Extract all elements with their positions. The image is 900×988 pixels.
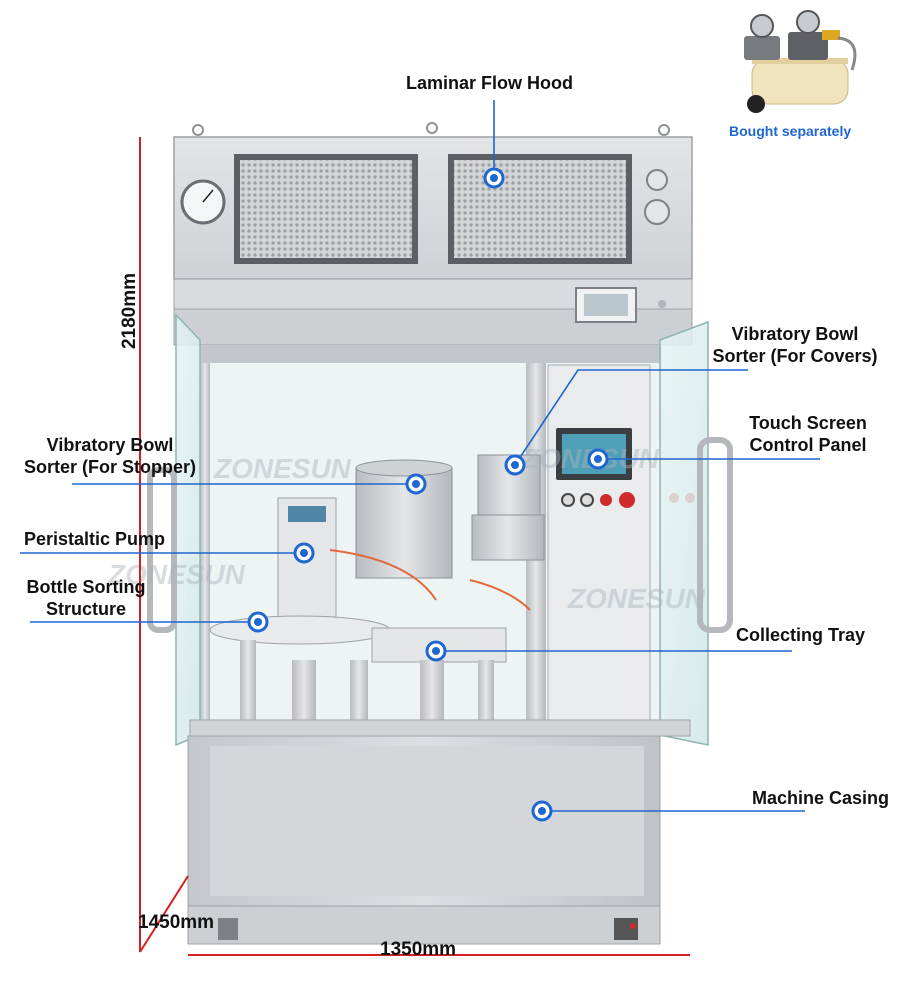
dimension-width: 1350mm — [380, 939, 457, 960]
label-collecting-tray-text: Collecting Tray — [736, 625, 866, 645]
label-peristaltic-pump-text: Peristaltic Pump — [24, 529, 166, 549]
label-machine-casing-text: Machine Casing — [752, 788, 890, 808]
watermark-3: ZONESUN — [567, 583, 706, 614]
watermark-1: ZONESUN — [213, 453, 352, 484]
glass-panels — [147, 313, 733, 747]
marker-peristaltic-pump — [293, 542, 315, 564]
dimension-depth: 1450mm — [138, 912, 215, 933]
bought-separately-note: Bought separately — [729, 123, 852, 139]
label-bottle-sorting-line2: Structure — [45, 599, 126, 619]
marker-collecting-tray — [425, 640, 447, 662]
marker-vibratory-bowl-covers — [504, 454, 526, 476]
label-bottle-sorting-line1: Bottle Sorting — [26, 577, 146, 597]
label-vibratory-bowl-covers-line2: Sorter (For Covers) — [712, 346, 878, 366]
marker-bottle-sorting — [247, 611, 269, 633]
label-laminar-flow-hood: Laminar Flow Hood — [406, 72, 573, 94]
label-peristaltic-pump: Peristaltic Pump — [24, 528, 165, 550]
control-column — [547, 364, 695, 721]
label-vibratory-bowl-covers-line1: Vibratory Bowl — [731, 324, 859, 344]
laminar-flow-hood — [173, 122, 693, 346]
label-laminar-flow-hood-text: Laminar Flow Hood — [406, 73, 574, 93]
machine-casing — [187, 735, 661, 945]
air-compressor-image — [744, 10, 857, 113]
label-collecting-tray: Collecting Tray — [736, 624, 865, 646]
internal-machinery — [189, 454, 691, 737]
dimension-height: 2180mm — [119, 272, 141, 350]
marker-laminar-flow-hood — [483, 167, 505, 189]
label-vibratory-bowl-stopper: Vibratory Bowl Sorter (For Stopper) — [10, 434, 210, 478]
dimension-lines — [139, 137, 690, 956]
label-touch-screen-line2: Control Panel — [749, 435, 867, 455]
callout-line-vibratory-bowl-covers — [514, 369, 748, 466]
callouts — [20, 100, 820, 812]
marker-vibratory-bowl-stopper — [405, 473, 427, 495]
label-vibratory-bowl-stopper-line2: Sorter (For Stopper) — [23, 457, 196, 477]
label-vibratory-bowl-covers: Vibratory Bowl Sorter (For Covers) — [700, 323, 890, 367]
label-bottle-sorting: Bottle Sorting Structure — [16, 576, 156, 620]
label-touch-screen-line1: Touch Screen — [749, 413, 867, 433]
watermark-2: ZONESUN — [107, 559, 246, 590]
label-vibratory-bowl-stopper-line1: Vibratory Bowl — [46, 435, 174, 455]
label-touch-screen: Touch Screen Control Panel — [738, 412, 878, 456]
depth-dimension-line — [139, 875, 189, 953]
marker-touch-screen — [587, 448, 609, 470]
label-machine-casing: Machine Casing — [752, 787, 889, 809]
marker-machine-casing — [531, 800, 553, 822]
callout-markers — [247, 167, 609, 822]
